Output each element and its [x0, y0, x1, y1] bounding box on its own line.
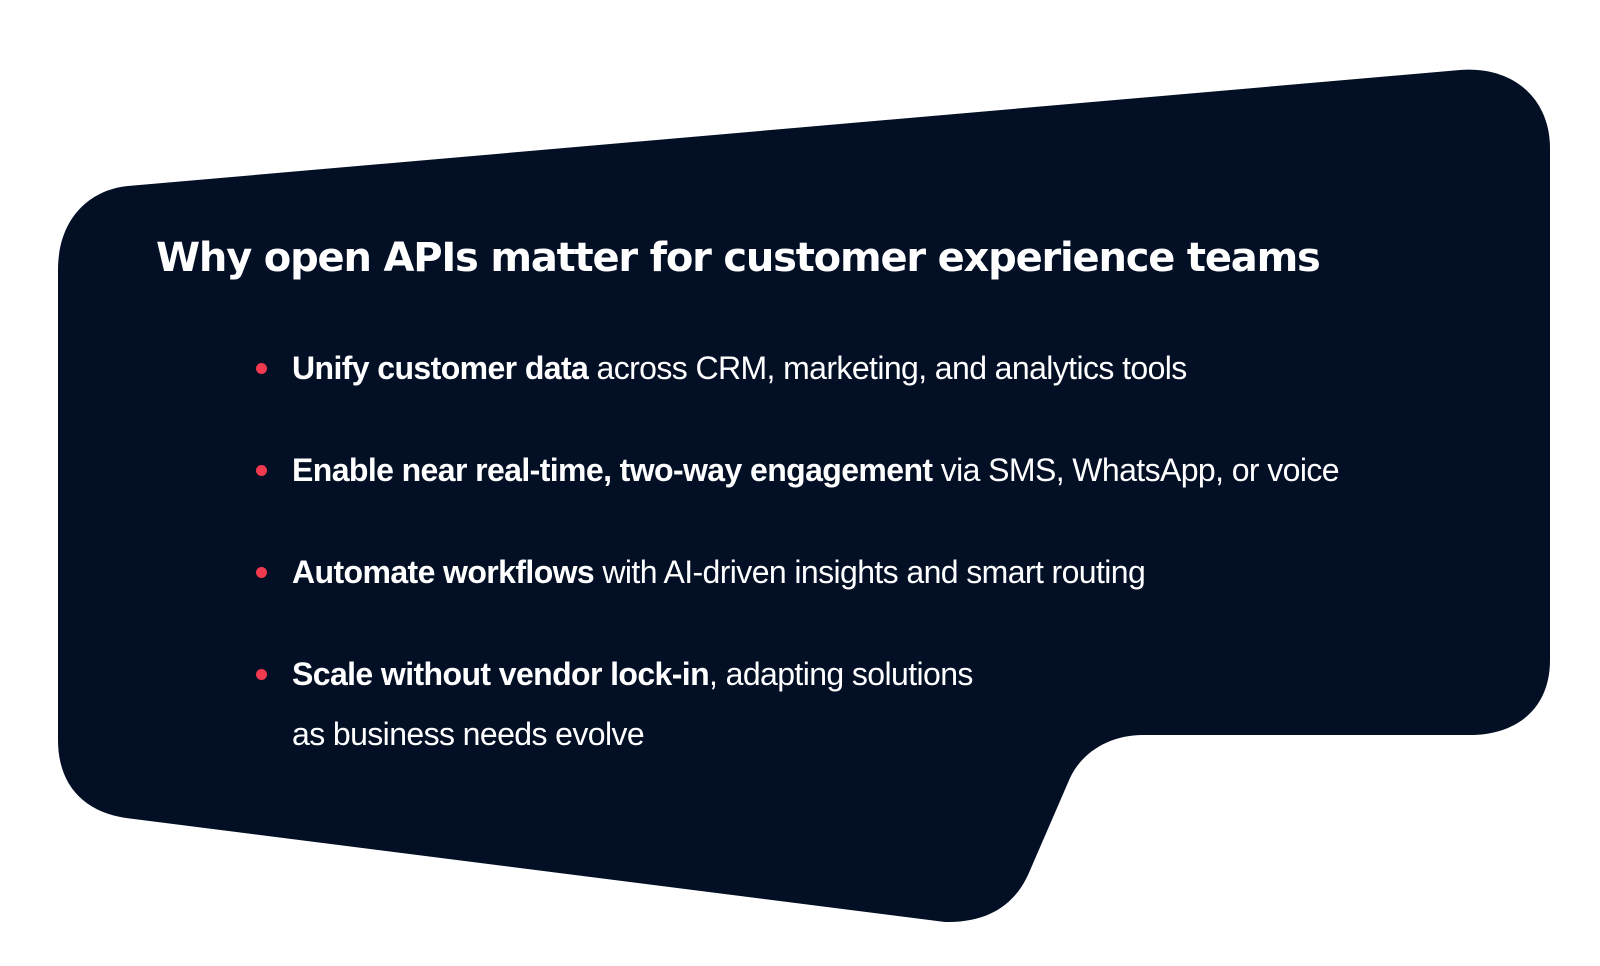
list-item-bold: Scale without vendor lock-in — [292, 656, 710, 692]
list-item-text: Automate workflows with AI-driven insigh… — [292, 542, 1146, 602]
dot-bullet-icon — [256, 669, 267, 680]
list-item-rest: , adapting solutions — [709, 656, 973, 692]
list-item-bold: Enable near real-time, two-way engagemen… — [292, 452, 933, 488]
list-item-rest: with AI-driven insights and smart routin… — [594, 554, 1146, 590]
list-item-text: Scale without vendor lock-in, adapting s… — [292, 644, 973, 764]
dot-bullet-icon — [256, 567, 267, 578]
list-item-text: Unify customer data across CRM, marketin… — [292, 338, 1187, 398]
list-item-bold: Unify customer data — [292, 350, 589, 386]
dot-bullet-icon — [256, 465, 267, 476]
list-item-bold: Automate workflows — [292, 554, 595, 590]
list-item-continuation: as business needs evolve — [292, 716, 645, 752]
list-item-rest: via SMS, WhatsApp, or voice — [932, 452, 1340, 488]
list-item-text: Enable near real-time, two-way engagemen… — [292, 440, 1340, 500]
list-item-rest: across CRM, marketing, and analytics too… — [588, 350, 1188, 386]
card-title: Why open APIs matter for customer experi… — [156, 235, 1321, 281]
dot-bullet-icon — [256, 363, 267, 374]
